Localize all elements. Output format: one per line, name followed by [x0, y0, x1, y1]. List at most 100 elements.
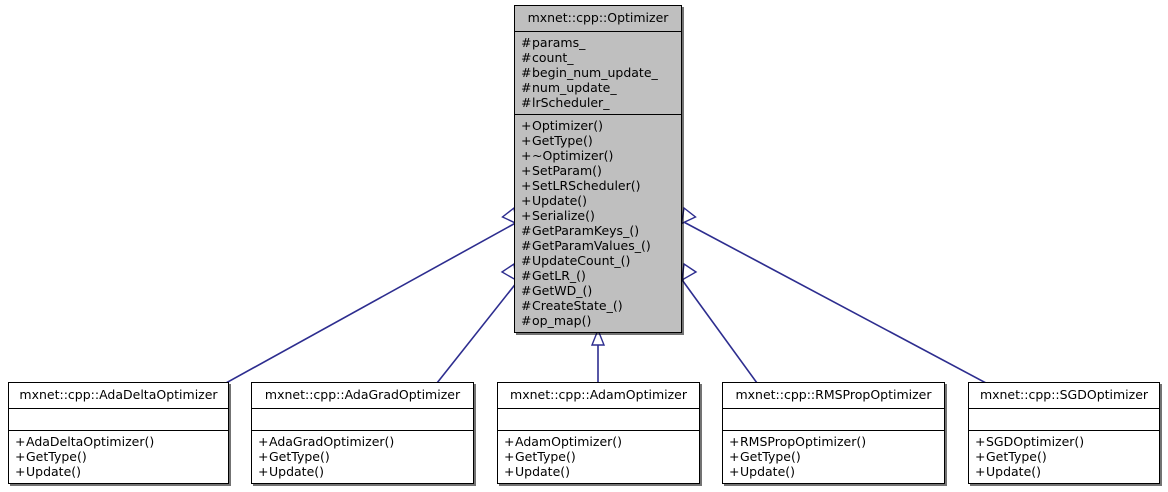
class-operations-adagradoptimizer: +AdaGradOptimizer()+GetType()+Update()	[252, 431, 473, 483]
class-operations-adadeltaoptimizer: +AdaDeltaOptimizer()+GetType()+Update()	[9, 431, 228, 483]
class-attributes-rmspropoptimizer	[723, 409, 944, 431]
class-member: +Update()	[504, 464, 693, 479]
class-member: +GetType()	[729, 449, 938, 464]
member-visibility: +	[258, 449, 269, 464]
class-box-adadeltaoptimizer[interactable]: mxnet::cpp::AdaDeltaOptimizer +AdaDeltaO…	[8, 382, 229, 484]
member-label: Update()	[740, 464, 796, 479]
class-member: #num_update_	[521, 80, 675, 95]
class-attributes-adagradoptimizer	[252, 409, 473, 431]
class-member: +Update()	[729, 464, 938, 479]
class-member: #CreateState_()	[521, 298, 675, 313]
class-attributes-adamoptimizer	[498, 409, 699, 431]
member-visibility: +	[504, 464, 515, 479]
member-label: begin_num_update_	[532, 65, 658, 80]
class-operations-rmspropoptimizer: +RMSPropOptimizer()+GetType()+Update()	[723, 431, 944, 483]
member-label: AdaGradOptimizer()	[269, 434, 395, 449]
member-label: GetLR_()	[532, 268, 586, 283]
member-label: Update()	[986, 464, 1042, 479]
member-label: GetParamValues_()	[532, 238, 651, 253]
member-visibility: #	[521, 65, 532, 80]
member-label: Update()	[515, 464, 571, 479]
member-visibility: +	[521, 208, 532, 223]
class-title-adadeltaoptimizer: mxnet::cpp::AdaDeltaOptimizer	[9, 383, 228, 409]
member-visibility: +	[521, 148, 532, 163]
member-label: GetParamKeys_()	[532, 223, 640, 238]
class-box-sgdoptimizer[interactable]: mxnet::cpp::SGDOptimizer +SGDOptimizer()…	[968, 382, 1160, 484]
class-member: +GetType()	[504, 449, 693, 464]
class-operations-optimizer: +Optimizer()+GetType()+~Optimizer()+SetP…	[515, 115, 681, 332]
class-member: +Update()	[15, 464, 222, 479]
member-visibility: #	[521, 35, 532, 50]
class-member: #GetLR_()	[521, 268, 675, 283]
class-member: #GetWD_()	[521, 283, 675, 298]
class-member: +Update()	[521, 193, 675, 208]
member-visibility: +	[15, 464, 26, 479]
member-visibility: #	[521, 298, 532, 313]
member-visibility: #	[521, 50, 532, 65]
class-box-optimizer[interactable]: mxnet::cpp::Optimizer #params_#count_#be…	[514, 5, 682, 333]
member-label: RMSPropOptimizer()	[740, 434, 867, 449]
member-label: Update()	[269, 464, 325, 479]
member-label: AdaDeltaOptimizer()	[26, 434, 155, 449]
member-visibility: +	[504, 434, 515, 449]
edge-adadelta-to-optimizer	[225, 206, 522, 384]
class-member: +Update()	[258, 464, 467, 479]
member-visibility: +	[975, 464, 986, 479]
class-box-adamoptimizer[interactable]: mxnet::cpp::AdamOptimizer +AdamOptimizer…	[497, 382, 700, 484]
member-visibility: +	[15, 449, 26, 464]
class-member: #params_	[521, 35, 675, 50]
member-label: ~Optimizer()	[532, 148, 614, 163]
member-label: GetType()	[26, 449, 87, 464]
member-visibility: +	[729, 464, 740, 479]
member-visibility: +	[15, 434, 26, 449]
member-label: Serialize()	[532, 208, 595, 223]
class-title-adagradoptimizer: mxnet::cpp::AdaGradOptimizer	[252, 383, 473, 409]
class-member: +SetLRScheduler()	[521, 178, 675, 193]
member-label: GetType()	[986, 449, 1047, 464]
member-label: lrScheduler_	[532, 95, 610, 110]
class-member: #op_map()	[521, 313, 675, 328]
class-attributes-optimizer: #params_#count_#begin_num_update_#num_up…	[515, 32, 681, 115]
member-visibility: +	[504, 449, 515, 464]
class-member: +GetType()	[258, 449, 467, 464]
class-member: +SetParam()	[521, 163, 675, 178]
class-member: +AdaDeltaOptimizer()	[15, 434, 222, 449]
member-label: SGDOptimizer()	[986, 434, 1085, 449]
member-label: GetType()	[515, 449, 576, 464]
class-member: +AdaGradOptimizer()	[258, 434, 467, 449]
member-label: SetParam()	[532, 163, 602, 178]
edge-sgd-to-optimizer	[679, 206, 987, 384]
class-member: +RMSPropOptimizer()	[729, 434, 938, 449]
member-visibility: +	[521, 178, 532, 193]
class-member: +AdamOptimizer()	[504, 434, 693, 449]
member-visibility: +	[521, 163, 532, 178]
class-member: #GetParamKeys_()	[521, 223, 675, 238]
member-visibility: +	[258, 464, 269, 479]
member-visibility: #	[521, 268, 532, 283]
member-label: Update()	[26, 464, 82, 479]
class-member: +Update()	[975, 464, 1153, 479]
class-operations-adamoptimizer: +AdamOptimizer()+GetType()+Update()	[498, 431, 699, 483]
member-visibility: +	[521, 193, 532, 208]
member-label: CreateState_()	[532, 298, 623, 313]
class-box-rmspropoptimizer[interactable]: mxnet::cpp::RMSPropOptimizer +RMSPropOpt…	[722, 382, 945, 484]
edge-rmsprop-to-optimizer	[679, 262, 758, 384]
class-member: #lrScheduler_	[521, 95, 675, 110]
member-visibility: +	[975, 449, 986, 464]
class-member: +GetType()	[521, 133, 675, 148]
member-visibility: +	[729, 449, 740, 464]
member-label: num_update_	[532, 80, 617, 95]
member-label: params_	[532, 35, 586, 50]
member-visibility: #	[521, 283, 532, 298]
member-label: op_map()	[532, 313, 592, 328]
class-box-adagradoptimizer[interactable]: mxnet::cpp::AdaGradOptimizer +AdaGradOpt…	[251, 382, 474, 484]
class-member: +GetType()	[15, 449, 222, 464]
member-visibility: #	[521, 238, 532, 253]
member-label: GetType()	[532, 133, 593, 148]
member-label: GetType()	[269, 449, 330, 464]
member-label: Optimizer()	[532, 118, 603, 133]
class-attributes-adadeltaoptimizer	[9, 409, 228, 431]
member-visibility: #	[521, 253, 532, 268]
member-visibility: #	[521, 95, 532, 110]
